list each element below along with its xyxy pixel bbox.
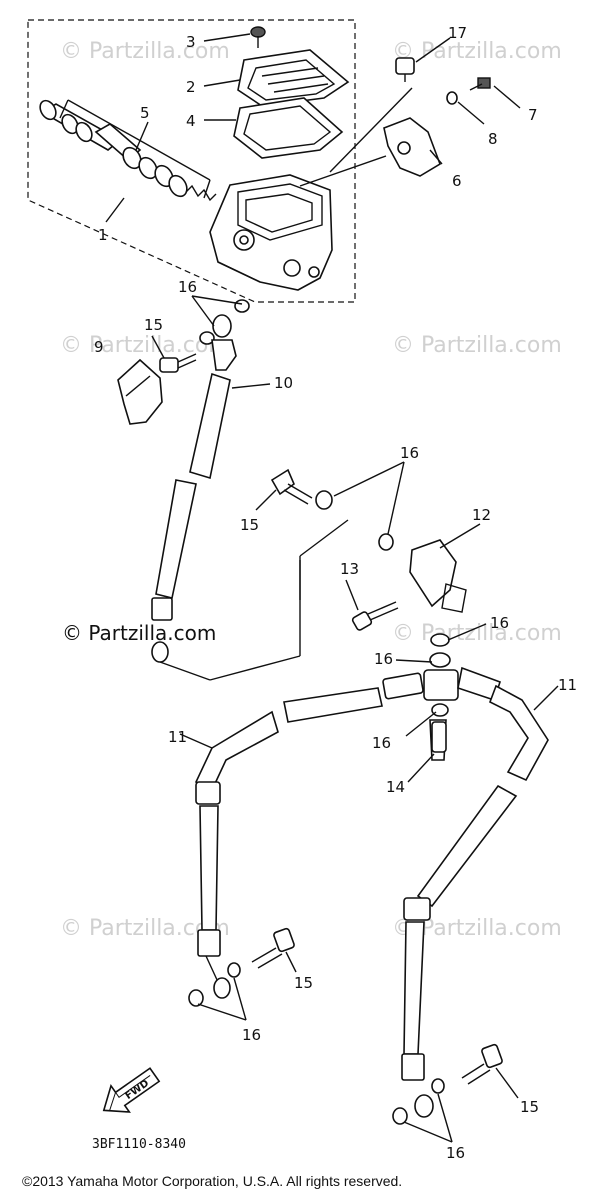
diagram-part-code: 3BF1110-8340 (92, 1137, 186, 1152)
callout-17: 17 (448, 24, 467, 42)
brake-hose-upper (151, 299, 250, 663)
callout-14: 14 (386, 778, 405, 796)
callout-16: 16 (446, 1144, 465, 1162)
callout-16: 16 (374, 650, 393, 668)
callout-6: 6 (452, 172, 462, 190)
callout-16: 16 (400, 444, 419, 462)
callout-13: 13 (340, 560, 359, 578)
callout-16: 16 (178, 278, 197, 296)
joint-bolt (351, 601, 399, 631)
callout-9: 9 (94, 338, 104, 356)
union-bolt (461, 1043, 503, 1085)
assembly-outline (27, 19, 356, 303)
watermark: © Partzilla.com (60, 39, 230, 64)
callout-7: 7 (528, 106, 538, 124)
clamp-bracket (383, 117, 441, 177)
reservoir-cap (237, 49, 350, 107)
union-bolt (431, 721, 447, 753)
callout-1: 1 (98, 226, 108, 244)
brake-hose-joint (409, 539, 467, 613)
callout-15: 15 (294, 974, 313, 992)
callout-8: 8 (488, 130, 498, 148)
callout-5: 5 (140, 104, 150, 122)
callout-15: 15 (240, 516, 259, 534)
watermark: © Partzilla.com (392, 39, 562, 64)
callout-3: 3 (186, 33, 196, 51)
leader-lines (105, 33, 559, 1143)
rubber-boot (117, 358, 163, 425)
callout-11: 11 (168, 728, 187, 746)
callout-15: 15 (144, 316, 163, 334)
diaphragm (233, 97, 344, 159)
watermark-main: © Partzilla.com (62, 621, 216, 645)
union-bolt (159, 353, 197, 373)
callout-2: 2 (186, 78, 196, 96)
fwd-arrow-icon: FWD (102, 1067, 161, 1113)
callout-12: 12 (472, 506, 491, 524)
union-bolt (270, 468, 394, 551)
piston-kit (39, 99, 217, 202)
callout-4: 4 (186, 112, 196, 130)
watermark: © Partzilla.com (392, 333, 562, 358)
watermark: © Partzilla.com (392, 621, 562, 646)
master-cylinder (209, 174, 333, 291)
callout-16: 16 (372, 734, 391, 752)
callout-11: 11 (558, 676, 577, 694)
callout-16: 16 (242, 1026, 261, 1044)
union-bolt (251, 927, 295, 969)
brake-hose-left (188, 672, 424, 1007)
bleed-screw (395, 57, 415, 82)
cap-screw (250, 26, 266, 48)
brake-hose-right (392, 666, 549, 1125)
callout-16: 16 (490, 614, 509, 632)
connector-lines (159, 87, 413, 681)
callout-15: 15 (520, 1098, 539, 1116)
bracket-screw (446, 77, 491, 105)
copyright-text: ©2013 Yamaha Motor Corporation, U.S.A. A… (22, 1173, 402, 1189)
callout-10: 10 (274, 374, 293, 392)
